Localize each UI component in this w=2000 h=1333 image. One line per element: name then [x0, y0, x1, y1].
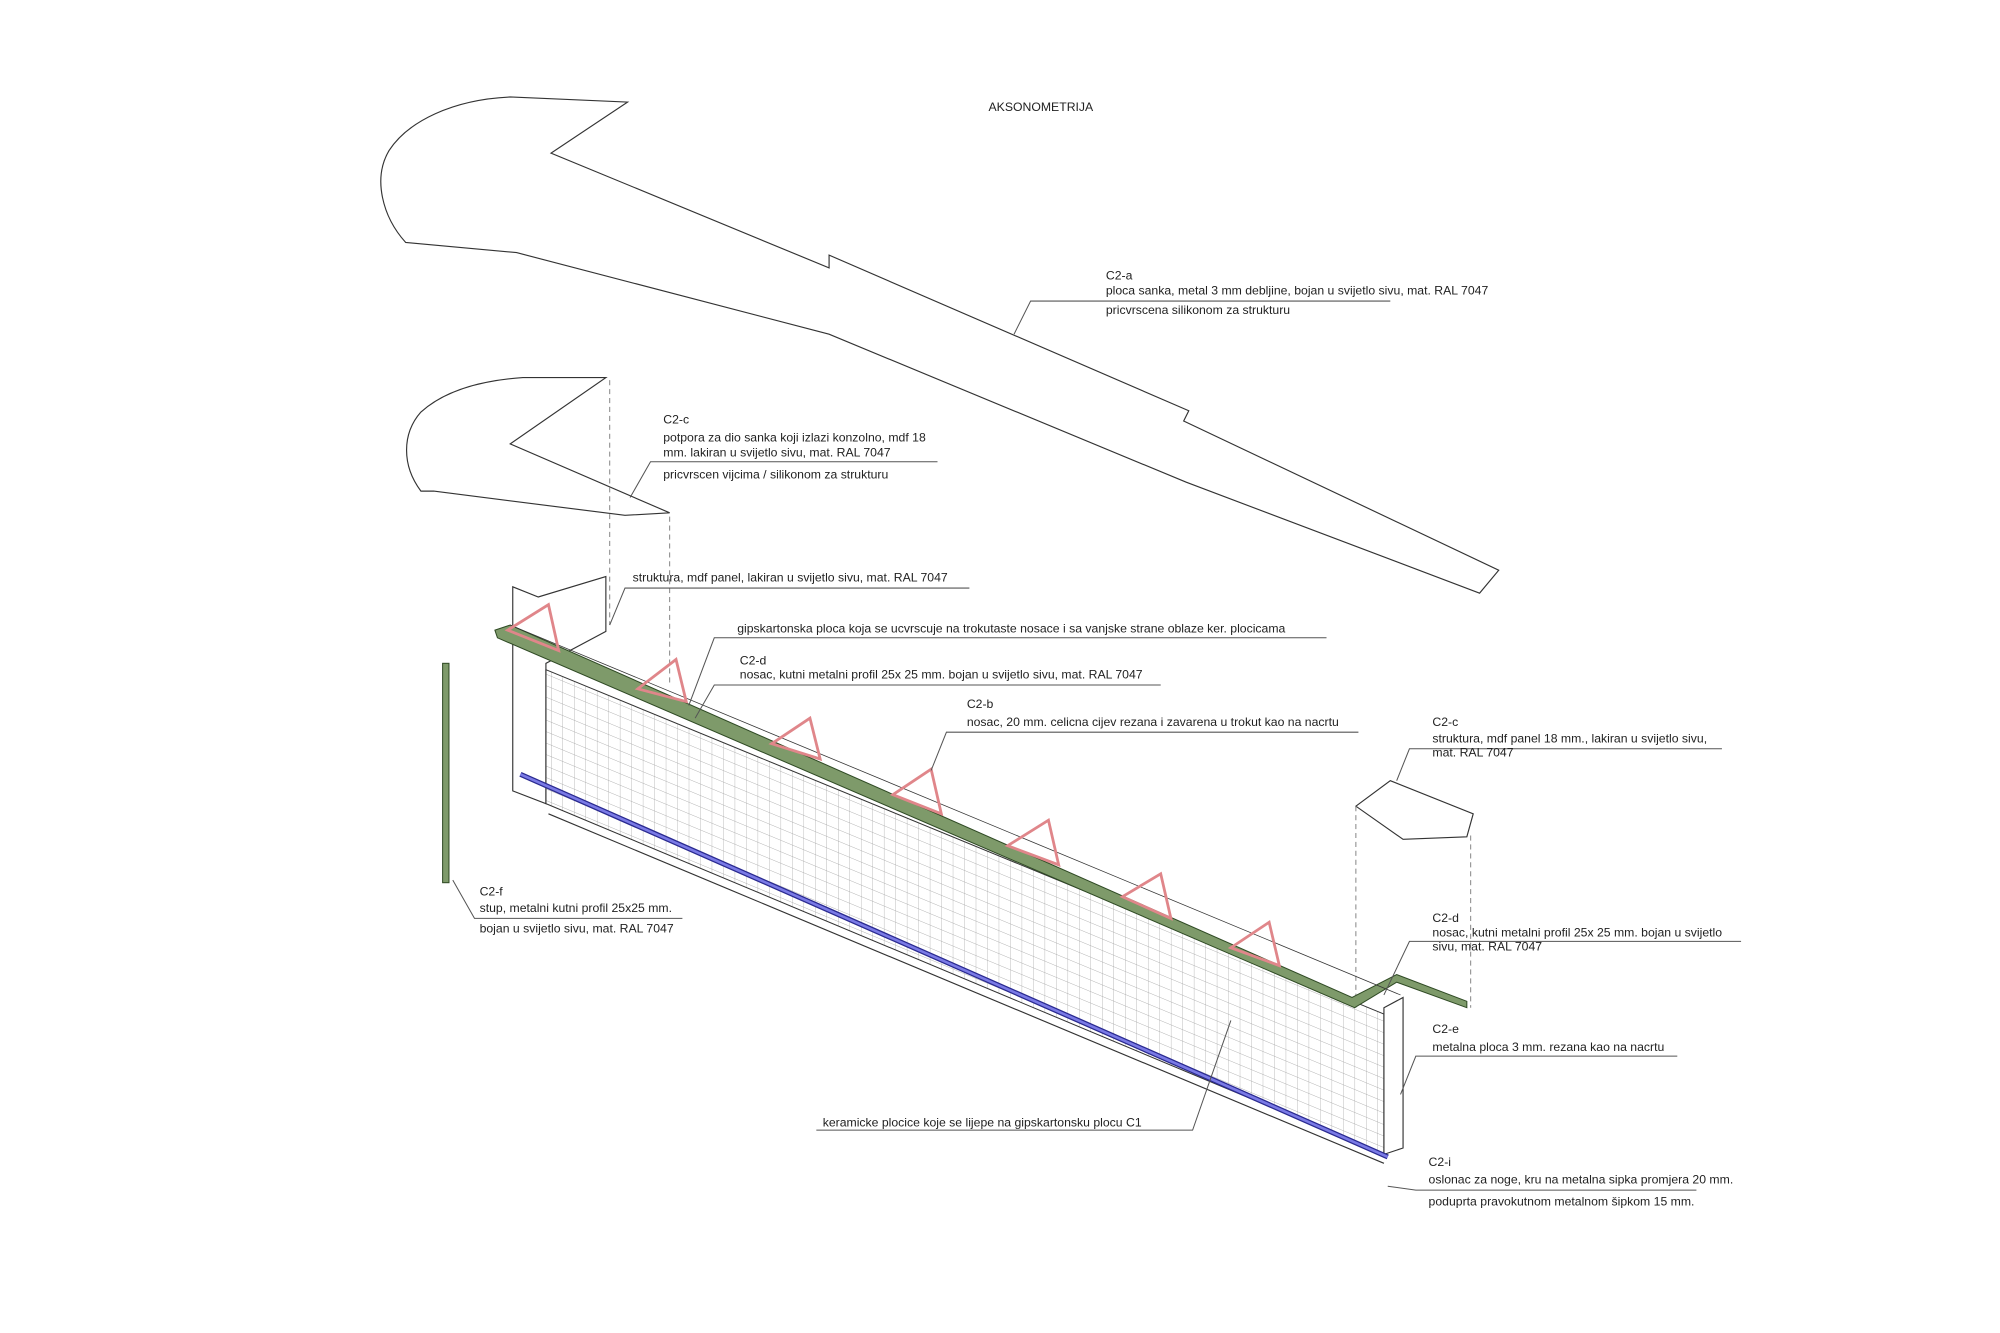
label-text: bojan u svijetlo sivu, mat. RAL 7047 [480, 921, 674, 935]
triangle-brackets [504, 602, 1282, 968]
label-c2i: C2-i oslonac za noge, kru na metalna sip… [1429, 1155, 1734, 1209]
label-text: C2-c [1432, 715, 1458, 729]
label-c2d-top: C2-d nosac, kutni metalni profil 25x 25 … [740, 654, 1143, 682]
label-text: ploca sanka, metal 3 mm debljine, bojan … [1106, 284, 1489, 298]
triangle-bracket-icon [768, 715, 823, 762]
label-text: sivu, mat. RAL 7047 [1432, 939, 1542, 953]
label-text: mat. RAL 7047 [1432, 745, 1513, 759]
label-text: C2-f [480, 884, 504, 898]
label-text: struktura, mdf panel 18 mm., lakiran u s… [1432, 731, 1707, 745]
triangle-bracket-icon [504, 602, 561, 653]
label-struktura: struktura, mdf panel, lakiran u svijetlo… [633, 571, 948, 585]
bar-top-plate [380, 96, 1500, 594]
label-text: C2-d [1432, 911, 1459, 925]
triangle-bracket-icon [1004, 817, 1061, 868]
label-text: C2-i [1429, 1155, 1451, 1169]
column-c2f [442, 662, 450, 884]
label-c2b: C2-b nosac, 20 mm. celicna cijev rezana … [967, 697, 1339, 729]
label-text: pricvrscen vijcima / silikonom za strukt… [663, 467, 888, 481]
label-text: pricvrscena silikonom za strukturu [1106, 303, 1290, 317]
label-c2d-right: C2-d nosac, kutni metalni profil 25x 25 … [1432, 911, 1722, 953]
mdf-structure [512, 575, 607, 805]
label-text: nosac, kutni metalni profil 25x 25 mm. b… [1432, 925, 1722, 939]
label-text: stup, metalni kutni profil 25x25 mm. [480, 901, 672, 915]
leader-lines [452, 300, 1742, 1191]
label-text: mm. lakiran u svijetlo sivu, mat. RAL 70… [663, 446, 891, 460]
label-text: C2-b [967, 697, 994, 711]
triangle-bracket-icon [634, 657, 689, 704]
triangle-bracket-icon [1227, 919, 1282, 968]
label-gips: gipskartonska ploca koja se ucvrscuje na… [737, 622, 1285, 636]
label-text: C2-e [1432, 1022, 1459, 1036]
cantilever-support-right [1354, 780, 1474, 840]
cantilever-support-left [405, 377, 670, 516]
metal-plate-c2e [1383, 996, 1404, 1156]
label-c2f: C2-f stup, metalni kutni profil 25x25 mm… [480, 884, 674, 935]
label-text: poduprta pravokutnom metalnom šipkom 15 … [1429, 1194, 1695, 1208]
label-text: C2-a [1106, 268, 1133, 282]
label-text: metalna ploca 3 mm. rezana kao na nacrtu [1432, 1040, 1664, 1054]
label-text: oslonac za noge, kru na metalna sipka pr… [1429, 1173, 1734, 1187]
label-keramika: keramicke plocice koje se lijepe na gips… [823, 1115, 1142, 1129]
label-text: nosac, 20 mm. celicna cijev rezana i zav… [967, 715, 1339, 729]
bottom-edge [548, 813, 1385, 1164]
label-c2a: C2-a ploca sanka, metal 3 mm debljine, b… [1106, 268, 1489, 316]
triangle-bracket-icon [889, 766, 944, 817]
drawing-title: AKSONOMETRIJA [989, 100, 1095, 114]
projection-lines [609, 380, 1472, 1008]
label-text: C2-d [740, 654, 767, 668]
label-text: C2-c [663, 413, 689, 427]
label-text: nosac, kutni metalni profil 25x 25 mm. b… [740, 668, 1143, 682]
label-c2e: C2-e metalna ploca 3 mm. rezana kao na n… [1432, 1022, 1664, 1054]
triangle-bracket-icon [1119, 871, 1173, 921]
label-text: potpora za dio sanka koji izlazi konzoln… [663, 430, 926, 444]
label-c2c-top: C2-c potpora za dio sanka koji izlazi ko… [663, 413, 926, 482]
label-c2c-right: C2-c struktura, mdf panel 18 mm., lakira… [1432, 715, 1707, 760]
